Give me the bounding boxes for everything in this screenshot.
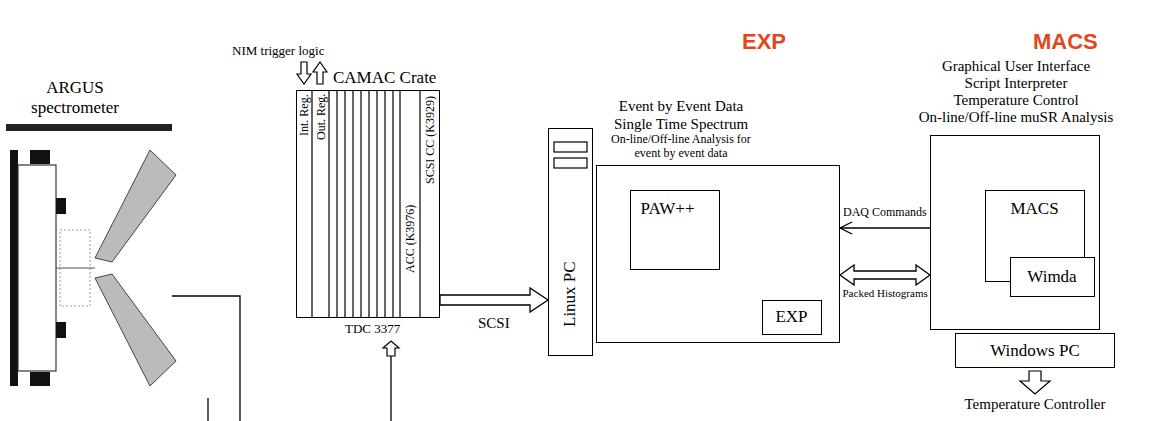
node-text: EXP — [775, 307, 807, 327]
detector-wedge — [95, 274, 176, 386]
slot-line — [336, 91, 337, 317]
magnet-block — [30, 150, 50, 164]
slot-line — [360, 91, 361, 317]
slot-line — [399, 91, 400, 317]
arrow-head — [840, 222, 852, 234]
signal-wire — [172, 296, 240, 421]
trigger-out-arrow — [313, 62, 327, 84]
computer-box: Windows PC — [955, 333, 1115, 368]
node-text: Windows PC — [990, 341, 1080, 361]
node-heading: Event by Event DataSingle Time SpectrumO… — [606, 98, 756, 160]
slot-line — [384, 91, 385, 317]
argus-illustration — [6, 124, 176, 386]
connector-label: Packed Histograms — [842, 287, 929, 300]
control-arrow — [1020, 371, 1050, 394]
connector-arrow — [840, 222, 930, 234]
signal-label: NIM trigger logic — [232, 44, 324, 59]
detector-block — [56, 322, 66, 338]
module-label: ACC (K3976) — [404, 205, 416, 273]
node-text: MACS — [1010, 199, 1058, 219]
arrow-shaft — [840, 227, 930, 228]
slot-line — [368, 91, 369, 317]
magnet-block — [30, 372, 50, 386]
magnet-coil — [18, 165, 56, 371]
signal-wires — [172, 296, 391, 421]
node-text: CAMAC Crate — [333, 68, 436, 88]
node-heading: CAMAC Crate — [333, 68, 436, 88]
signal-wire — [207, 398, 208, 421]
node-text: Wimda — [1027, 267, 1076, 287]
connector-label: DAQ Commands — [842, 206, 928, 220]
process-box: PAW++ — [630, 190, 720, 270]
slot-line — [376, 91, 377, 317]
module-label: TDC 3377 — [345, 322, 400, 337]
monitor-box: Graphical User InterfaceScript Interpret… — [930, 135, 1100, 330]
section-heading: MACS — [1033, 29, 1098, 54]
trigger-in-arrow — [297, 62, 311, 84]
tower-bays — [554, 142, 587, 168]
tdc-input-arrow — [383, 341, 399, 356]
magnet-yoke — [10, 150, 18, 386]
slot-line — [419, 91, 420, 317]
node-text: Script Interpreter — [965, 75, 1068, 92]
hollow-arrow — [840, 265, 930, 285]
beam-line — [56, 268, 95, 269]
node-text: Temperature Control — [953, 92, 1078, 109]
module-label: Out. Reg. — [315, 94, 327, 140]
node-text: Linux PC — [560, 261, 580, 327]
process-box: EXP — [762, 300, 822, 335]
node-heading: Graphical User InterfaceScript Interpret… — [919, 58, 1114, 127]
detector-wedge — [95, 150, 176, 262]
signal-wire — [390, 356, 391, 421]
node-text: Event by Event Data — [619, 98, 744, 115]
connector-label: SCSI — [477, 315, 511, 332]
program-box: Wimda — [1010, 257, 1095, 297]
node-text: On-line/Off-line muSR Analysis — [919, 109, 1114, 126]
connector-arrow — [840, 265, 930, 285]
module-label: SCSI CC (K3929) — [424, 96, 436, 184]
monitor-box: Event by Event DataSingle Time SpectrumO… — [596, 165, 840, 343]
slot-line — [344, 91, 345, 317]
node-text: On-line/Off-line Analysis for event by e… — [606, 133, 756, 161]
slot-line — [328, 91, 329, 317]
pc-tower: Linux PC — [548, 128, 593, 356]
detector-block — [56, 198, 66, 214]
node-text: Graphical User Interface — [942, 58, 1090, 75]
module-label: Int. Reg. — [298, 94, 310, 136]
connector-arrow — [440, 288, 548, 312]
drive-bay — [554, 142, 587, 152]
slot-line — [311, 91, 312, 317]
section-heading: EXP — [742, 29, 786, 54]
node-text: PAW++ — [641, 199, 695, 219]
drive-bay — [554, 158, 587, 168]
device-label: Temperature Controller — [965, 396, 1106, 413]
crate-slots — [312, 91, 420, 317]
instrument-label: ARGUS spectrometer — [20, 78, 130, 117]
hollow-arrow — [440, 288, 548, 312]
slot-line — [392, 91, 393, 317]
drawing-header-strip — [6, 124, 172, 131]
node-text: Single Time Spectrum — [614, 116, 748, 133]
slot-line — [352, 91, 353, 317]
